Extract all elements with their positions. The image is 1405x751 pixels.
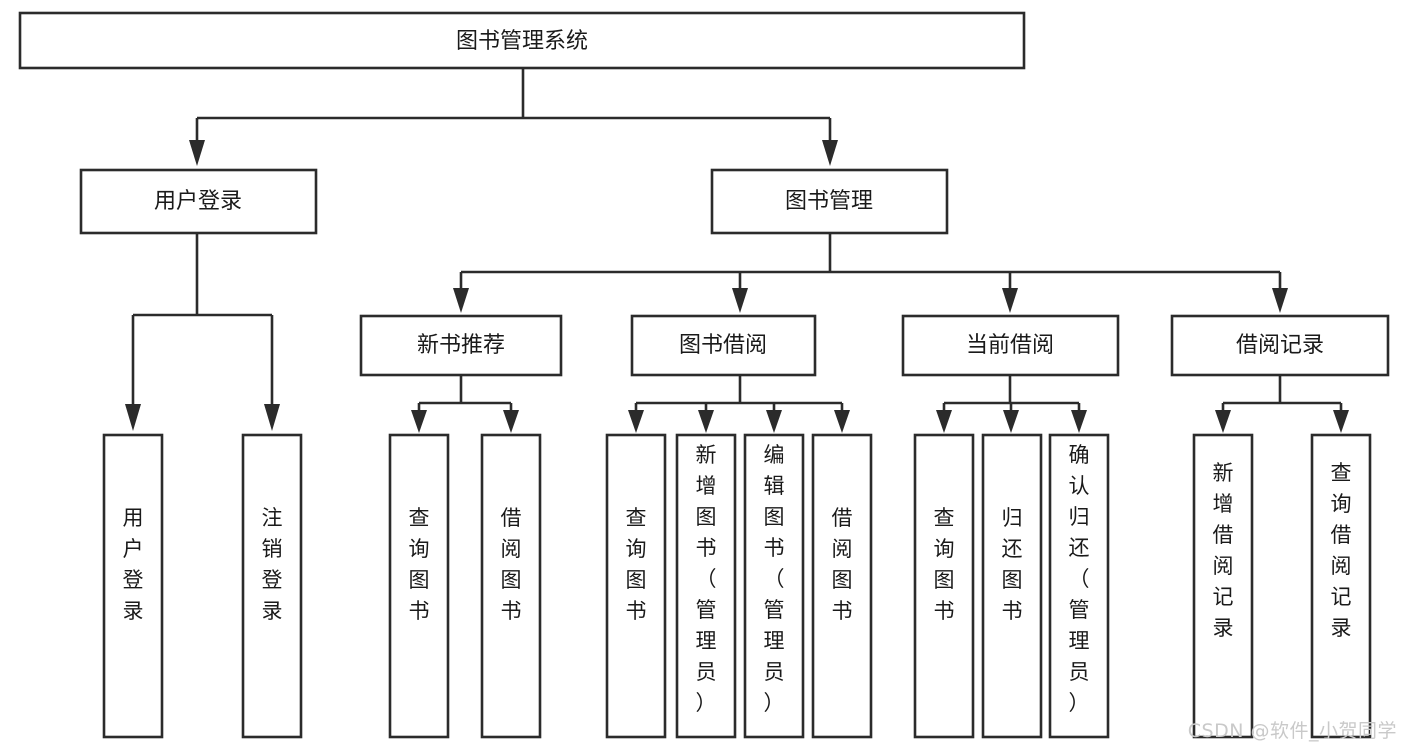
arrow-head-newbook-2 — [503, 410, 519, 433]
leaf-book-borrow-1-label: 查询图书 — [626, 506, 647, 623]
leaf-current-borrow-3-label: 确认归还（管理员） — [1069, 443, 1090, 715]
leaf-book-borrow-3-box[interactable] — [743, 433, 805, 739]
connector-group-root — [189, 68, 838, 166]
leaf-current-borrow-2-label: 归还图书 — [1002, 506, 1023, 623]
node-user-login-label: 用户登录 — [154, 189, 242, 214]
leaf-borrow-record-2[interactable]: 查询借阅记录 — [1310, 433, 1372, 739]
arrow-head-manage-2 — [732, 288, 748, 313]
arrow-head-borrow-3 — [766, 410, 782, 433]
arrow-head-root-2 — [822, 140, 838, 166]
leaf-new-book-2[interactable]: 借阅图书 — [480, 433, 542, 739]
leaf-current-borrow-2-box[interactable] — [981, 433, 1043, 739]
leaf-current-borrow-3-box[interactable] — [1048, 433, 1110, 739]
leaf-current-borrow-1-box[interactable] — [913, 433, 975, 739]
node-book-borrow-label: 图书借阅 — [679, 333, 767, 358]
node-book-borrow[interactable]: 图书借阅 — [630, 314, 817, 377]
arrow-head-login-1 — [125, 404, 141, 431]
leaf-current-borrow-1-label: 查询图书 — [934, 506, 955, 623]
arrow-head-borrow-4 — [834, 410, 850, 433]
leaf-borrow-record-2-box[interactable] — [1310, 433, 1372, 739]
arrow-head-borrow-1 — [628, 410, 644, 433]
arrow-head-root-1 — [189, 140, 205, 166]
node-book-manage-label: 图书管理 — [785, 189, 873, 214]
leaf-new-book-1[interactable]: 查询图书 — [388, 433, 450, 739]
leaf-user-login-1-box[interactable] — [102, 433, 164, 739]
arrow-head-record-1 — [1215, 410, 1231, 433]
leaf-user-login-2-box[interactable] — [241, 433, 303, 739]
node-new-book-recommend[interactable]: 新书推荐 — [359, 314, 563, 377]
leaf-user-login-1[interactable]: 用户登录 — [102, 433, 164, 739]
leaf-current-borrow-2[interactable]: 归还图书 — [981, 433, 1043, 739]
node-root-label: 图书管理系统 — [456, 29, 588, 54]
leaf-borrow-record-1[interactable]: 新增借阅记录 — [1192, 433, 1254, 739]
leaf-borrow-record-2-label: 查询借阅记录 — [1331, 461, 1352, 640]
connector-group-user-login — [125, 233, 280, 431]
leaf-borrow-record-1-label: 新增借阅记录 — [1213, 461, 1234, 640]
node-root-box[interactable] — [18, 11, 1026, 70]
connector-group-current-borrow — [936, 375, 1087, 433]
arrow-head-newbook-1 — [411, 410, 427, 433]
node-user-login[interactable]: 用户登录 — [79, 168, 318, 235]
node-borrow-record[interactable]: 借阅记录 — [1170, 314, 1390, 377]
leaf-book-borrow-2-box[interactable] — [675, 433, 737, 739]
leaf-new-book-2-box[interactable] — [480, 433, 542, 739]
node-new-book-recommend-label: 新书推荐 — [417, 333, 505, 358]
leaf-current-borrow-3[interactable]: 确认归还（管理员） — [1048, 433, 1110, 739]
connector-group-book-borrow — [628, 375, 850, 433]
leaf-book-borrow-4-label: 借阅图书 — [832, 506, 853, 623]
node-book-manage-box[interactable] — [710, 168, 949, 235]
node-book-manage[interactable]: 图书管理 — [710, 168, 949, 235]
node-root[interactable]: 图书管理系统 — [18, 11, 1026, 70]
leaf-book-borrow-3[interactable]: 编辑图书（管理员） — [743, 433, 805, 739]
leaf-new-book-1-label: 查询图书 — [409, 506, 430, 623]
leaf-book-borrow-4[interactable]: 借阅图书 — [811, 433, 873, 739]
leaf-current-borrow-1[interactable]: 查询图书 — [913, 433, 975, 739]
leaf-book-borrow-2-label: 新增图书（管理员） — [696, 443, 717, 715]
leaf-book-borrow-1[interactable]: 查询图书 — [605, 433, 667, 739]
node-user-login-box[interactable] — [79, 168, 318, 235]
arrow-head-manage-4 — [1272, 288, 1288, 313]
arrow-head-current-2 — [1003, 410, 1019, 433]
csdn-watermark: CSDN @软件_小贺同学 — [1187, 720, 1397, 742]
node-borrow-record-box[interactable] — [1170, 314, 1390, 377]
arrow-head-current-1 — [936, 410, 952, 433]
node-current-borrow-label: 当前借阅 — [966, 333, 1054, 358]
node-new-book-recommend-box[interactable] — [359, 314, 563, 377]
arrow-head-current-3 — [1071, 410, 1087, 433]
leaf-borrow-record-1-box[interactable] — [1192, 433, 1254, 739]
node-current-borrow-box[interactable] — [901, 314, 1120, 377]
leaf-user-login-2-label: 注销登录 — [262, 506, 283, 623]
arrow-head-record-2 — [1333, 410, 1349, 433]
leaf-new-book-1-box[interactable] — [388, 433, 450, 739]
node-book-borrow-box[interactable] — [630, 314, 817, 377]
arrow-head-manage-3 — [1002, 288, 1018, 313]
connector-group-borrow-record — [1215, 375, 1349, 433]
arrow-head-borrow-2 — [698, 410, 714, 433]
leaf-book-borrow-3-label: 编辑图书（管理员） — [764, 443, 785, 715]
leaf-new-book-2-label: 借阅图书 — [501, 506, 522, 623]
leaf-user-login-1-label: 用户登录 — [123, 506, 144, 623]
connector-group-book-manage — [453, 233, 1288, 313]
arrow-head-manage-1 — [453, 288, 469, 313]
connector-group-new-book — [411, 375, 519, 433]
arrow-head-login-2 — [264, 404, 280, 431]
node-borrow-record-label: 借阅记录 — [1236, 333, 1324, 358]
leaf-book-borrow-4-box[interactable] — [811, 433, 873, 739]
leaf-book-borrow-1-box[interactable] — [605, 433, 667, 739]
leaf-book-borrow-2[interactable]: 新增图书（管理员） — [675, 433, 737, 739]
node-current-borrow[interactable]: 当前借阅 — [901, 314, 1120, 377]
leaf-user-login-2[interactable]: 注销登录 — [241, 433, 303, 739]
